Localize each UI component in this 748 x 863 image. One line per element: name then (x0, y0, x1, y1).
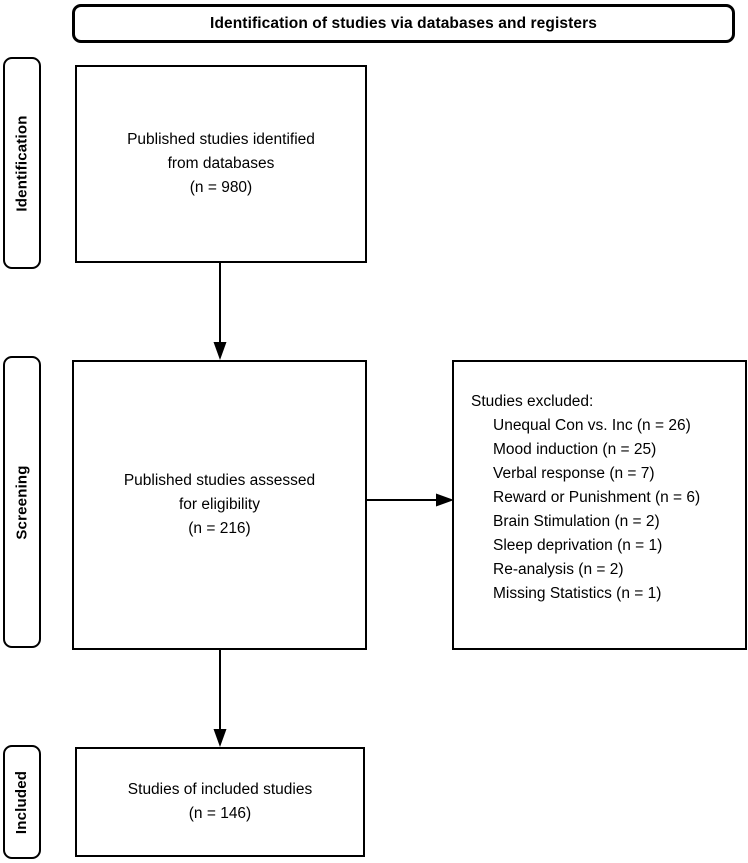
list-item: Verbal response (n = 7) (493, 465, 655, 482)
excluded-reasons-list: Unequal Con vs. Inc (n = 26) Mood induct… (471, 414, 745, 606)
stage-tab-identification-label: Identification (13, 114, 31, 212)
box-studies-assessed-eligibility: Published studies assessed for eligibili… (72, 360, 367, 650)
list-item: Missing Statistics (n = 1) (493, 585, 662, 602)
list-item: Unequal Con vs. Inc (n = 26) (493, 417, 691, 434)
stage-tab-included: Included (3, 745, 41, 859)
list-item: Reward or Punishment (n = 6) (493, 489, 701, 506)
header-banner: Identification of studies via databases … (72, 4, 735, 43)
box-studies-identified: Published studies identified from databa… (75, 65, 367, 263)
box-studies-assessed-eligibility-text: Published studies assessed for eligibili… (123, 472, 316, 537)
stage-tab-included-label: Included (13, 770, 31, 834)
list-item: Brain Stimulation (n = 2) (493, 513, 660, 530)
arrow-down-identified-to-eligibility (213, 262, 227, 360)
list-item: Re-analysis (n = 2) (493, 561, 624, 578)
box-studies-identified-text: Published studies identified from databa… (127, 131, 315, 196)
list-item: Sleep deprivation (n = 1) (493, 537, 663, 554)
header-title: Identification of studies via databases … (210, 14, 597, 32)
box-studies-included: Studies of included studies (n = 146) (75, 747, 365, 857)
list-item: Mood induction (n = 25) (493, 441, 657, 458)
arrow-right-eligibility-to-excluded (365, 493, 454, 507)
stage-tab-screening-label: Screening (13, 464, 31, 540)
arrow-down-eligibility-to-included (213, 649, 227, 747)
stage-tab-screening: Screening (3, 356, 41, 648)
box-studies-excluded: Studies excluded: Unequal Con vs. Inc (n… (452, 360, 747, 650)
stage-tab-identification: Identification (3, 57, 41, 269)
box-studies-excluded-title: Studies excluded: (471, 393, 594, 410)
box-studies-included-text: Studies of included studies (n = 146) (127, 781, 313, 822)
